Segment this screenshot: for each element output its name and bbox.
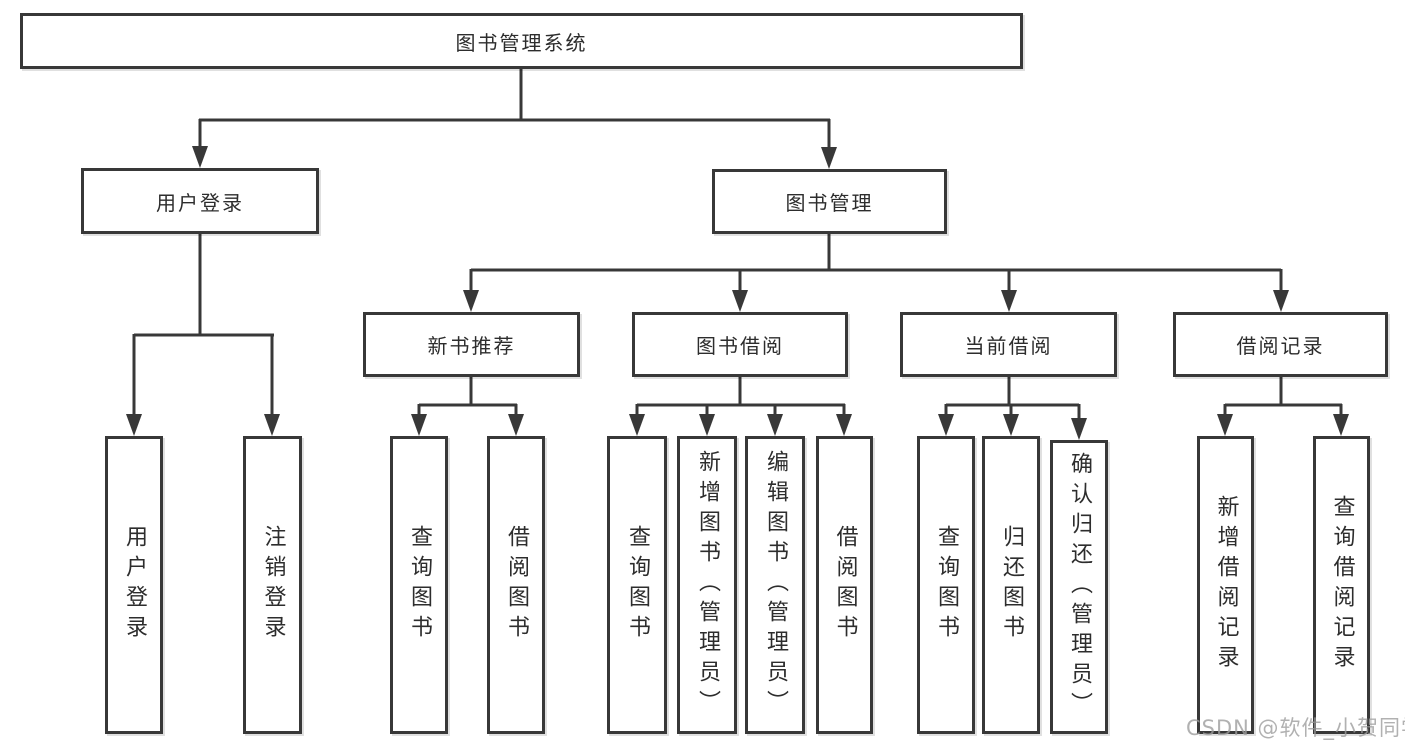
node-new-book-recommend: 新书推荐 bbox=[363, 312, 580, 377]
node-label: 用户登录 bbox=[156, 190, 244, 215]
leaf-return-book: 归还图书 bbox=[982, 436, 1040, 734]
leaf-query-borrow-record: 查询借阅记录 bbox=[1313, 436, 1370, 734]
leaf-label: 查询图书 bbox=[407, 525, 432, 645]
leaf-label: 新增图书（管理员） bbox=[695, 450, 720, 720]
leaf-label: 编辑图书（管理员） bbox=[763, 450, 788, 720]
leaf-label: 注销登录 bbox=[260, 525, 286, 645]
leaf-user-login: 用户登录 bbox=[105, 436, 163, 734]
leaf-edit-book-admin: 编辑图书（管理员） bbox=[745, 436, 805, 734]
node-label: 图书管理系统 bbox=[455, 30, 588, 55]
node-user-login: 用户登录 bbox=[81, 168, 319, 234]
leaf-label: 确认归还（管理员） bbox=[1067, 452, 1092, 722]
node-label: 借阅记录 bbox=[1236, 334, 1325, 358]
leaf-label: 查询图书 bbox=[625, 525, 650, 645]
leaf-label: 查询借阅记录 bbox=[1329, 495, 1355, 675]
leaf-label: 归还图书 bbox=[999, 525, 1024, 645]
leaf-query-books-current: 查询图书 bbox=[917, 436, 975, 734]
leaf-query-books-borrow: 查询图书 bbox=[607, 436, 667, 734]
leaf-add-borrow-record: 新增借阅记录 bbox=[1197, 436, 1254, 734]
node-current-borrow: 当前借阅 bbox=[900, 312, 1117, 377]
node-label: 当前借阅 bbox=[964, 334, 1053, 358]
leaf-query-books-recommend: 查询图书 bbox=[390, 436, 448, 734]
leaf-label: 新增借阅记录 bbox=[1213, 495, 1239, 675]
leaf-confirm-return-admin: 确认归还（管理员） bbox=[1050, 440, 1108, 734]
node-label: 图书管理 bbox=[785, 191, 874, 215]
leaf-label: 借阅图书 bbox=[832, 525, 858, 645]
leaf-logout: 注销登录 bbox=[243, 436, 302, 734]
node-borrow-records: 借阅记录 bbox=[1173, 312, 1388, 377]
node-label: 图书借阅 bbox=[696, 334, 784, 358]
leaf-label: 用户登录 bbox=[122, 525, 147, 645]
leaf-borrow-books: 借阅图书 bbox=[816, 436, 873, 734]
leaf-label: 借阅图书 bbox=[504, 525, 529, 645]
watermark-text: CSDN @软件_小贺同学 bbox=[1186, 716, 1405, 740]
node-book-management: 图书管理 bbox=[712, 169, 947, 234]
node-label: 新书推荐 bbox=[427, 334, 516, 358]
node-book-management-system: 图书管理系统 bbox=[20, 13, 1023, 69]
leaf-label: 查询图书 bbox=[934, 525, 959, 645]
leaf-add-book-admin: 新增图书（管理员） bbox=[677, 436, 737, 734]
node-book-borrow: 图书借阅 bbox=[632, 312, 848, 377]
leaf-borrow-books-recommend: 借阅图书 bbox=[487, 436, 545, 734]
